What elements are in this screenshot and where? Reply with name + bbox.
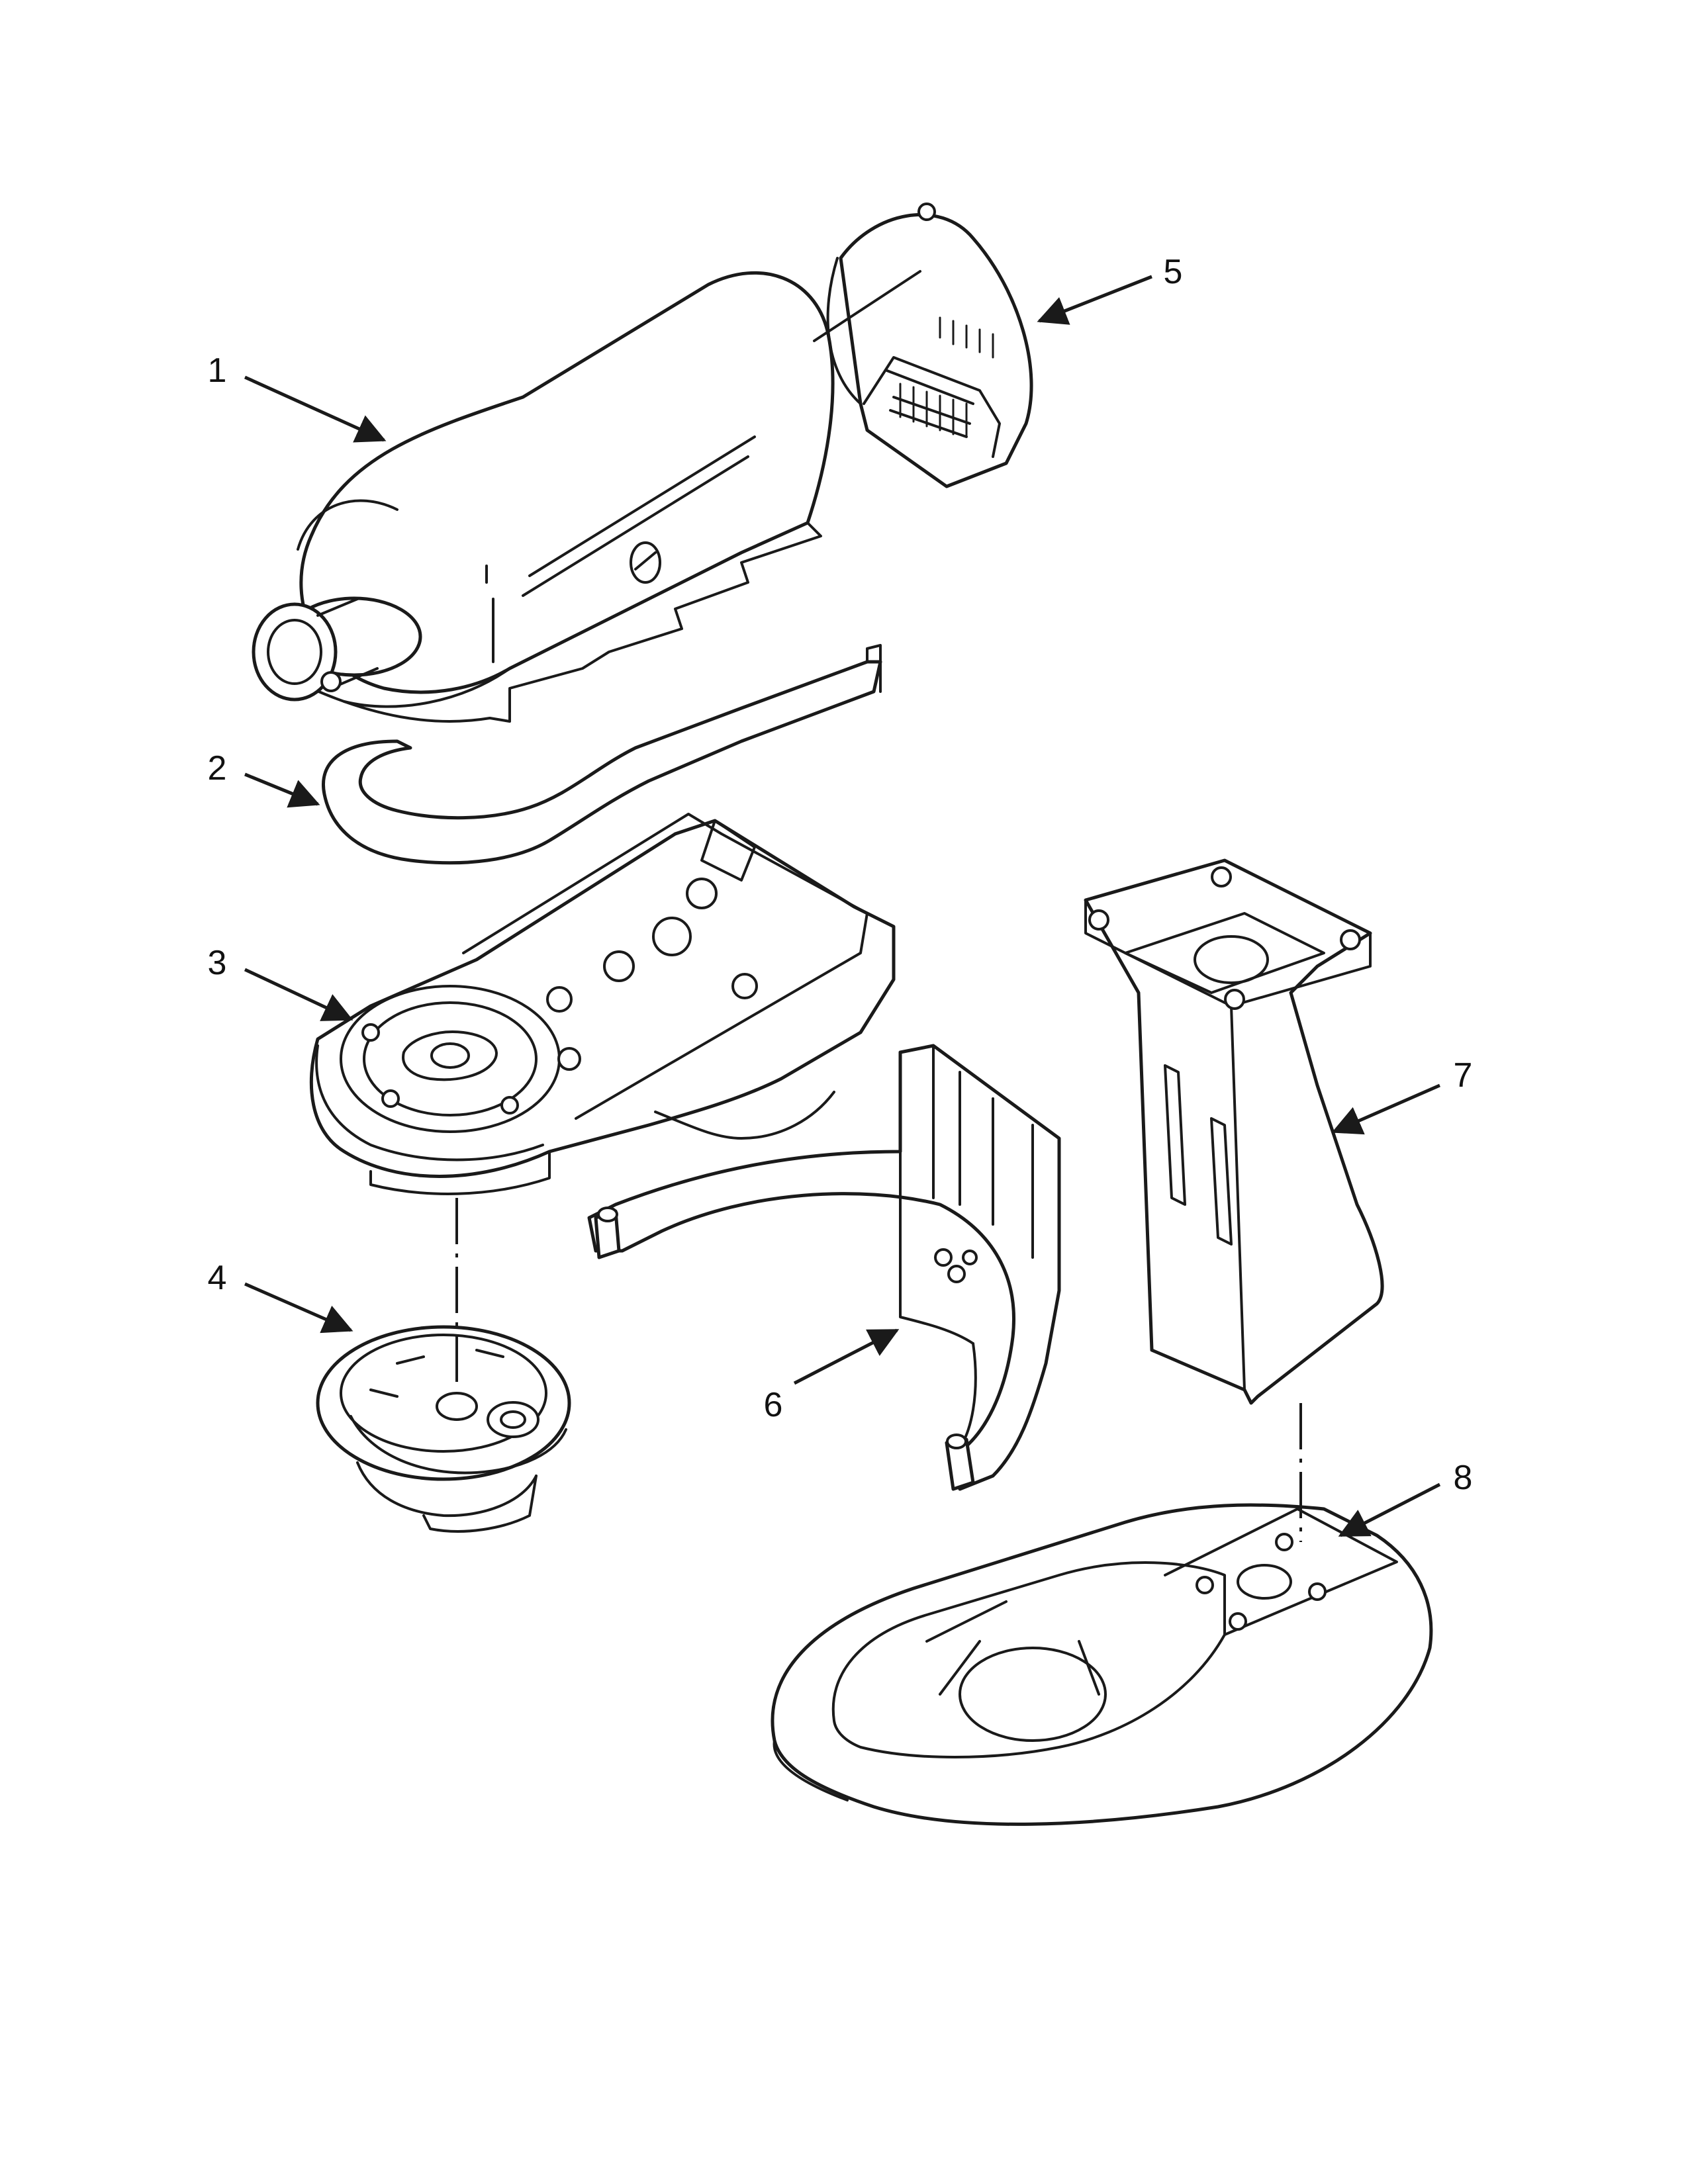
callout-label-3: 3 xyxy=(208,944,227,982)
callout-label-5: 5 xyxy=(1164,253,1183,291)
callout-label-1: 1 xyxy=(208,351,227,390)
callout-label-4: 4 xyxy=(208,1259,227,1297)
callout-labels: 1 2 3 4 5 6 7 8 xyxy=(208,253,1473,1497)
callout-label-7: 7 xyxy=(1454,1056,1473,1095)
callout-leaders xyxy=(244,275,1441,1537)
callout-label-2: 2 xyxy=(208,749,227,788)
part-4-planetary-housing[interactable] xyxy=(316,1325,571,1533)
callout-label-8: 8 xyxy=(1454,1459,1473,1497)
part-6-column-bracket[interactable] xyxy=(587,1044,1061,1491)
part-8-base[interactable] xyxy=(771,1503,1433,1826)
part-7-column[interactable] xyxy=(1084,858,1384,1405)
part-5-rear-cover[interactable] xyxy=(813,203,1033,488)
assembly-axes xyxy=(455,1198,1302,1542)
part-3-gear-housing[interactable] xyxy=(309,813,896,1195)
part-1-motor-housing[interactable] xyxy=(252,271,835,723)
callout-label-6: 6 xyxy=(764,1386,783,1424)
part-2-trim-band[interactable] xyxy=(322,644,882,865)
